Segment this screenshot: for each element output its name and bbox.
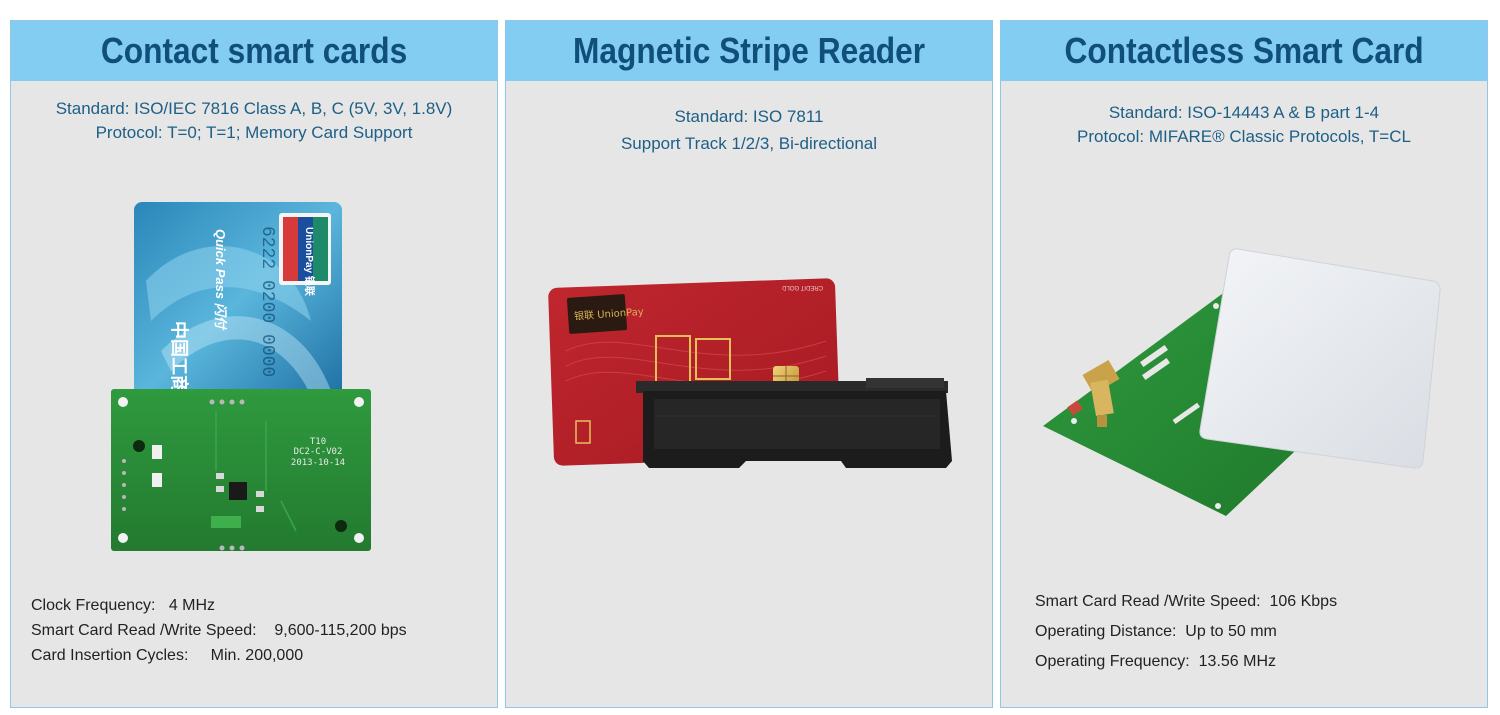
panel-title: Contactless Smart Card	[1064, 30, 1424, 71]
board-label: T10	[310, 437, 326, 447]
bank-card: UnionPay 银联 Quick Pass 闪付 6222 0200 0000…	[134, 202, 342, 485]
panel-title: Contact smart cards	[100, 30, 408, 71]
spec-read-write-speed: Smart Card Read /Write Speed: 9,600-115,…	[31, 622, 407, 639]
magnetic-stripe-reader-housing	[636, 378, 952, 468]
standard-text: Standard: ISO-14443 A & B part 1-4 Proto…	[1001, 101, 1487, 149]
protocol-line: Protocol: MIFARE® Classic Protocols, T=C…	[1077, 127, 1411, 146]
card-type-label: CREDIT GOLD	[781, 284, 823, 290]
quickpass-logo-text: Quick Pass 闪付	[213, 229, 228, 331]
panel-header: Contact smart cards	[11, 21, 497, 81]
panel-magnetic-stripe-reader: Magnetic Stripe Reader Standard: ISO 781…	[505, 20, 993, 708]
support-line: Support Track 1/2/3, Bi-directional	[620, 134, 878, 153]
panel-title: Magnetic Stripe Reader	[572, 30, 926, 71]
spec-insertion-cycles: Card Insertion Cycles: Min. 200,000	[31, 647, 304, 664]
standard-line: Standard: ISO/IEC 7816 Class A, B, C (5V…	[55, 99, 453, 118]
standard-line: Standard: ISO 7811	[674, 107, 824, 126]
sma-connector	[1082, 359, 1120, 427]
spec-list: Smart Card Read /Write Speed: 106 Kbps O…	[1035, 587, 1337, 677]
standard-text: Standard: ISO/IEC 7816 Class A, B, C (5V…	[11, 97, 497, 145]
standard-line: Standard: ISO-14443 A & B part 1-4	[1108, 103, 1380, 122]
contact-pcb-board: T10 DC2-C-V02 2013-10-14	[111, 389, 371, 551]
panel-contactless-smart-card: Contactless Smart Card Standard: ISO-144…	[1000, 20, 1488, 708]
panel-contact-smart-cards: Contact smart cards Standard: ISO/IEC 78…	[10, 20, 498, 708]
contactless-white-card	[1199, 248, 1441, 469]
magnetic-reader-photo: 银联 UnionPay CREDIT GOLD	[548, 278, 952, 468]
spec-clock-frequency: Clock Frequency: 4 MHz	[31, 597, 216, 614]
spec-read-write-speed: Smart Card Read /Write Speed: 106 Kbps	[1035, 593, 1338, 610]
contact-reader-photo: UnionPay 银联 Quick Pass 闪付 6222 0200 0000…	[111, 202, 371, 551]
unionpay-logo-text: UnionPay 银联	[303, 227, 316, 296]
spec-operating-distance: Operating Distance: Up to 50 mm	[1035, 623, 1277, 640]
panel-header: Contactless Smart Card	[1001, 21, 1487, 81]
spec-operating-frequency: Operating Frequency: 13.56 MHz	[1035, 653, 1277, 670]
panel-header: Magnetic Stripe Reader	[506, 21, 992, 81]
contactless-reader-photo	[1043, 248, 1441, 516]
standard-text: Standard: ISO 7811 Support Track 1/2/3, …	[506, 103, 992, 157]
board-label: 2013-10-14	[291, 458, 345, 468]
board-label: DC2-C-V02	[294, 447, 343, 457]
spec-list: Clock Frequency: 4 MHz Smart Card Read /…	[31, 593, 407, 668]
protocol-line: Protocol: T=0; T=1; Memory Card Support	[95, 123, 413, 142]
